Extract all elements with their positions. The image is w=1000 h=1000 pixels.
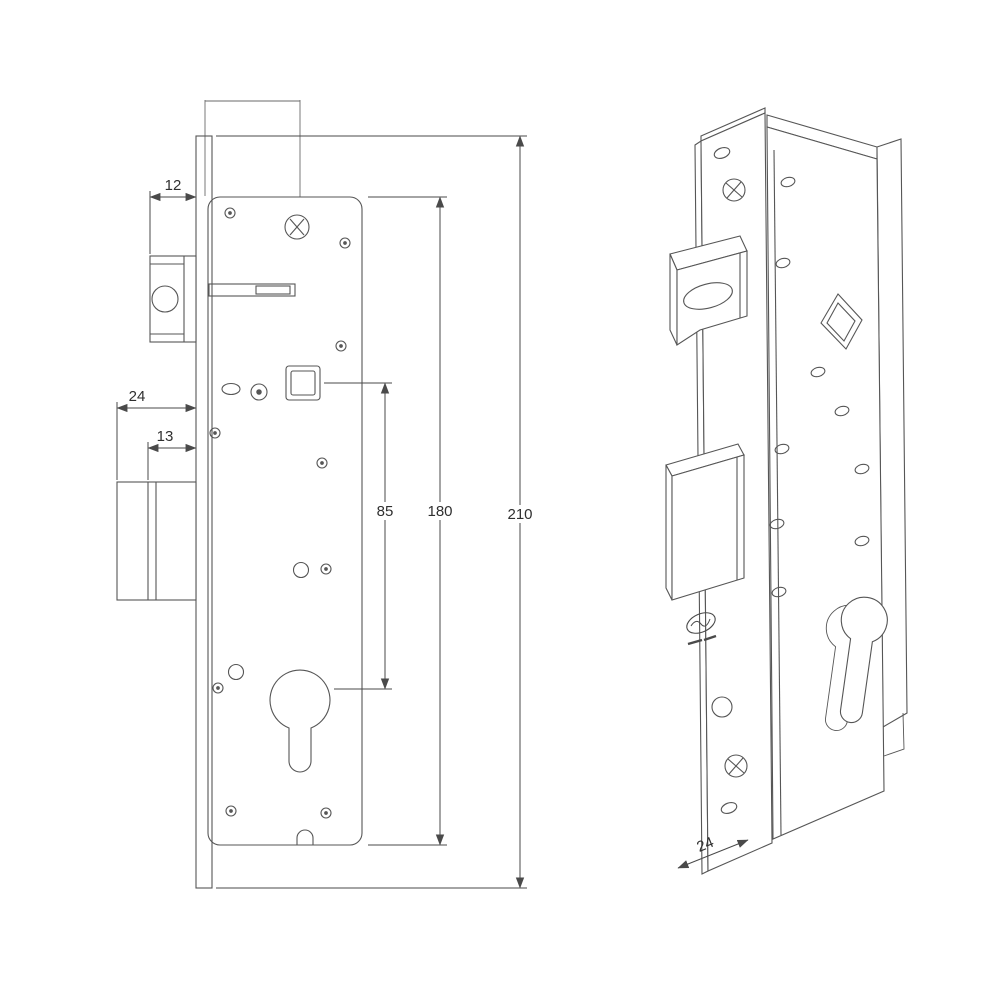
round-hole	[711, 696, 733, 718]
dimension-faceplate-length: 210	[216, 135, 539, 889]
latch-slot	[208, 283, 296, 297]
spindle-hole-iso	[820, 293, 863, 350]
screw-hole	[854, 535, 870, 547]
faceplate-screws-iso	[711, 147, 748, 814]
front-view: 12 24 13 85	[116, 100, 539, 889]
screw-hole	[320, 807, 332, 819]
latch-bolt-iso	[669, 235, 748, 347]
screw-hole	[854, 463, 870, 475]
latch-face-mark	[683, 282, 733, 310]
dim-label-12: 12	[165, 177, 182, 194]
dim-label-24-width: 24	[694, 834, 716, 856]
screw-hole	[775, 257, 791, 269]
case-features-iso	[769, 176, 888, 731]
dim-label-13: 13	[157, 428, 174, 445]
dimension-spindle-to-cylinder: 85	[324, 382, 399, 690]
latch-roller	[151, 285, 179, 313]
deadbolt-iso	[665, 443, 745, 601]
euro-cylinder-cutout-iso	[825, 596, 888, 731]
screw-holes-iso	[769, 176, 870, 598]
oval-screw-hole	[713, 147, 731, 159]
dim-label-24: 24	[129, 388, 146, 405]
case-bottom-notch	[883, 712, 905, 757]
phillips-screw	[284, 214, 310, 240]
screw-hole	[771, 586, 787, 598]
dimension-case-depth: 24	[116, 388, 197, 480]
screw-hole	[780, 176, 796, 188]
lock-case-front	[207, 196, 363, 846]
dim-label-85: 85	[377, 503, 394, 520]
oval-hole	[221, 382, 241, 396]
screw-hole	[225, 805, 237, 817]
dim-label-180: 180	[427, 503, 452, 520]
screw-hole	[774, 443, 790, 455]
phillips-screw	[724, 754, 748, 778]
screw-hole	[212, 682, 224, 694]
pin-hole	[250, 383, 268, 401]
case-features-front	[208, 207, 351, 845]
screw-hole	[834, 405, 850, 417]
rivet-hole	[227, 663, 245, 681]
oval-screw-hole	[720, 802, 738, 814]
dimensions-front: 12 24 13 85	[116, 135, 539, 889]
dimension-bolt-width: 13	[147, 428, 197, 480]
screw-hole	[810, 366, 826, 378]
screw-hole	[339, 237, 351, 249]
screw-hole	[316, 457, 328, 469]
bottom-notch	[296, 829, 314, 845]
case-front-face	[766, 126, 885, 840]
top-extension-lines	[204, 100, 301, 214]
screw-hole	[320, 563, 332, 575]
dim-label-210: 210	[507, 506, 532, 523]
deadbolt-front	[116, 481, 197, 601]
rivet-hole	[292, 561, 310, 579]
screw-hole	[224, 207, 236, 219]
dimension-fixing-centres: 180	[368, 196, 458, 846]
brand-stamp	[686, 612, 717, 646]
screw-hole	[209, 427, 221, 439]
latch-bolt-front	[149, 255, 197, 343]
isometric-view: 24	[665, 107, 908, 875]
screw-hole	[335, 340, 347, 352]
spindle-hole-front	[285, 365, 321, 401]
screw-hole	[769, 518, 785, 530]
case-plate-junction	[773, 149, 782, 836]
dimension-faceplate-width: 24	[677, 834, 749, 869]
euro-cylinder-cutout-front	[269, 669, 331, 773]
phillips-screw	[722, 178, 746, 202]
dimension-latch-projection: 12	[149, 177, 197, 254]
screw-holes	[209, 207, 351, 819]
